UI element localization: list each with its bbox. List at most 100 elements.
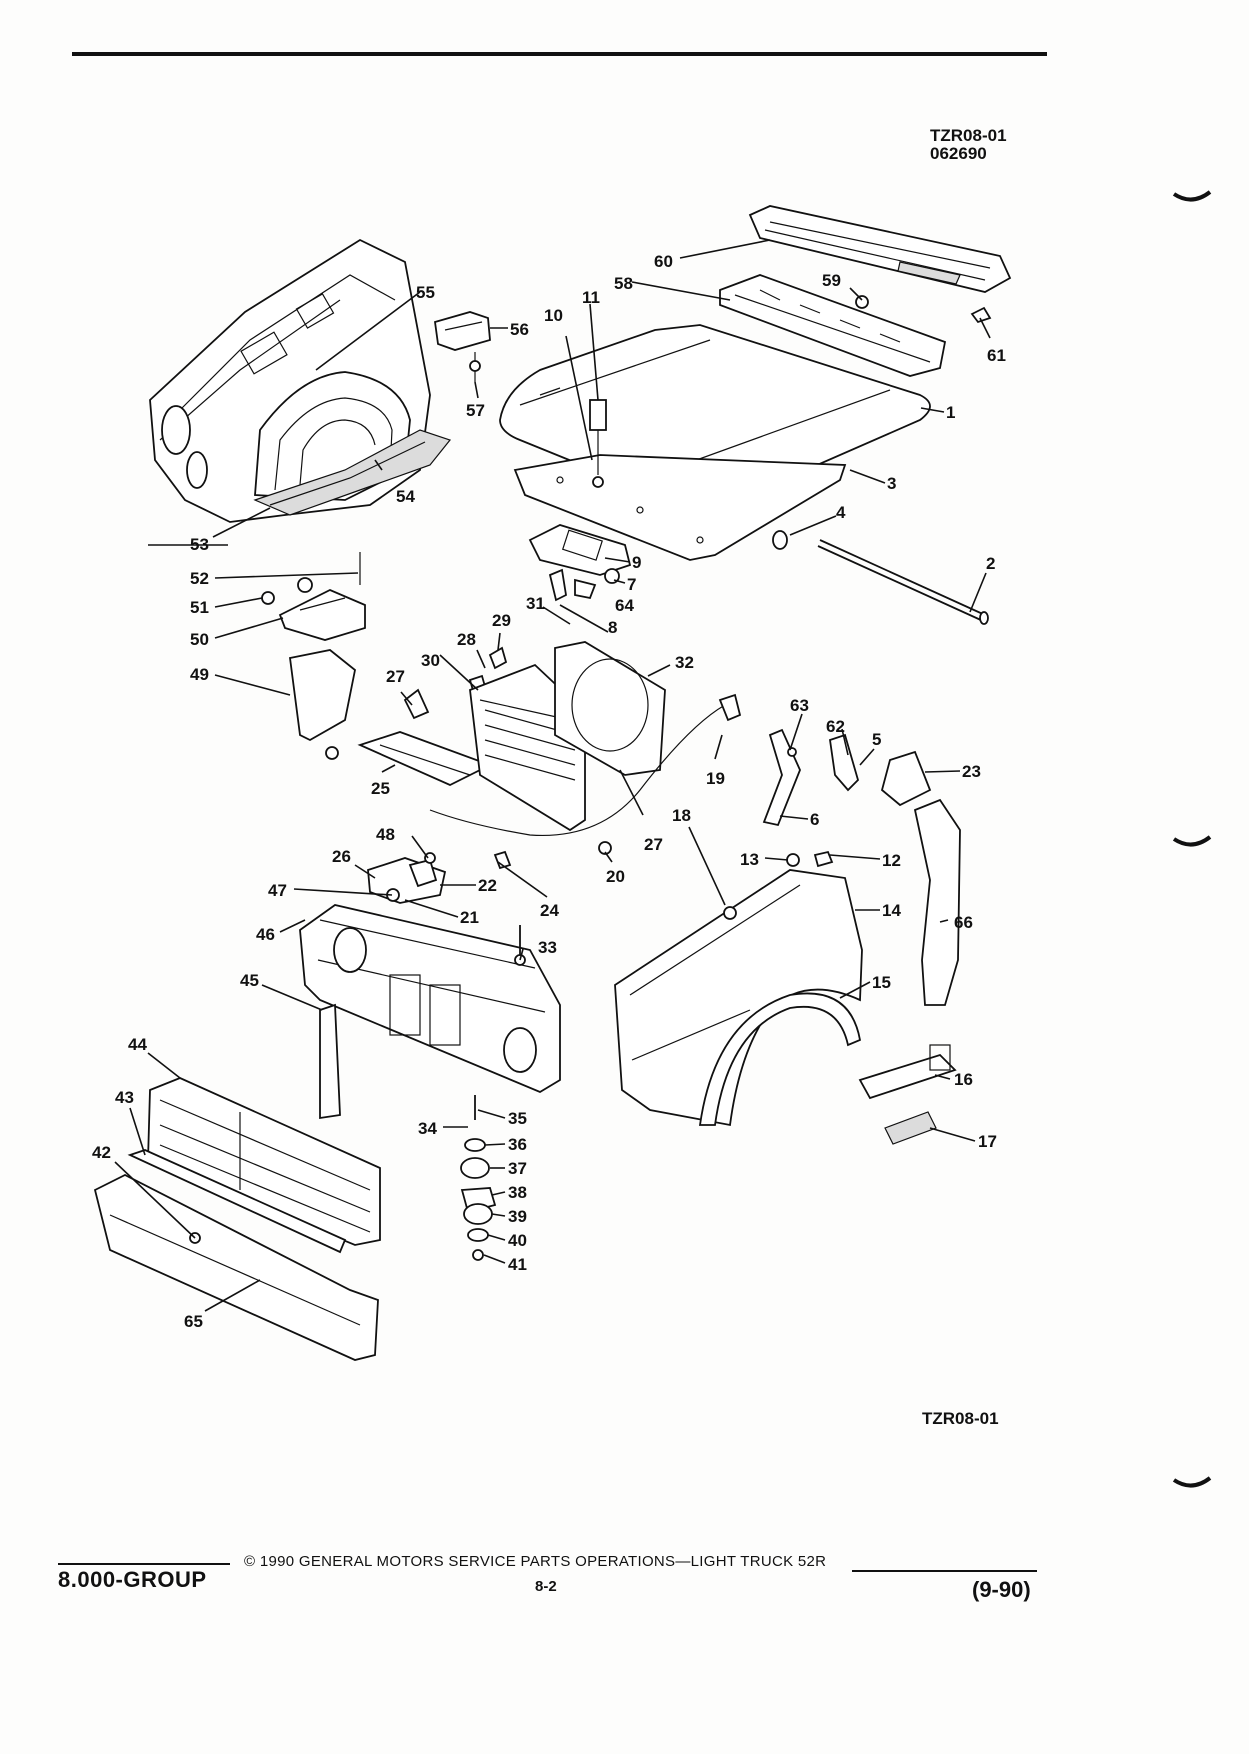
- callout-41: 41: [508, 1255, 527, 1274]
- binder-mark-icon: [1172, 1476, 1212, 1488]
- callout-57: 57: [466, 401, 485, 420]
- callout-37: 37: [508, 1159, 527, 1178]
- top-rule: [72, 52, 1047, 56]
- fender-bolt: [786, 853, 800, 867]
- callout-19: 19: [706, 769, 725, 788]
- radiator-baffle: [357, 646, 508, 786]
- callout-8: 8: [608, 618, 617, 637]
- cowl-grille: [719, 274, 947, 377]
- callout-13: 13: [740, 850, 759, 869]
- callout-16: 16: [954, 1070, 973, 1089]
- radiator-support: [299, 904, 561, 1094]
- callout-25: 25: [371, 779, 390, 798]
- callout-labels: 1 2 3 4 5 6 7 8 9 10 11 12 13 14 15 16 1…: [92, 252, 1006, 1331]
- callout-11: 11: [582, 288, 600, 307]
- callout-65: 65: [184, 1312, 203, 1331]
- hood-latch: [528, 524, 632, 602]
- callout-18: 18: [672, 806, 691, 825]
- splash-shield: [880, 750, 932, 807]
- cowl-clip: [855, 295, 869, 309]
- support-rod: [319, 1003, 341, 1120]
- callout-62: 62: [826, 717, 845, 736]
- leader-lines: [114, 239, 991, 1312]
- callout-7: 7: [627, 575, 636, 594]
- callout-10: 10: [544, 306, 563, 325]
- callout-12: 12: [882, 851, 901, 870]
- wheelhouse-bracket: [253, 429, 452, 516]
- callout-27-cable: 27: [644, 835, 663, 854]
- callout-56: 56: [510, 320, 529, 339]
- callout-33: 33: [538, 938, 557, 957]
- fender-clip: [813, 850, 834, 868]
- binder-mark-icon: [1172, 190, 1212, 202]
- callout-64: 64: [615, 596, 634, 615]
- fender-flare: [698, 992, 862, 1126]
- revision-date: (9-90): [972, 1577, 1031, 1602]
- body-mount-stack: [460, 1095, 497, 1261]
- callout-40: 40: [508, 1231, 527, 1250]
- callout-15: 15: [872, 973, 891, 992]
- callout-54: 54: [396, 487, 415, 506]
- grille-molding: [127, 1149, 347, 1254]
- callout-21: 21: [460, 908, 479, 927]
- hinge-support: [434, 311, 491, 382]
- figure-date: 062690: [930, 144, 987, 163]
- fender-nut: [723, 906, 737, 920]
- callout-3: 3: [887, 474, 896, 493]
- callout-48: 48: [376, 825, 395, 844]
- callout-47: 47: [268, 881, 287, 900]
- callout-9: 9: [632, 553, 641, 572]
- page-number: 8-2: [535, 1578, 557, 1595]
- callout-20: 20: [606, 867, 625, 886]
- callout-30: 30: [421, 651, 440, 670]
- footer-rule-right: [852, 1570, 1037, 1572]
- callout-55: 55: [416, 283, 435, 302]
- callout-60: 60: [654, 252, 673, 271]
- callout-51: 51: [190, 598, 209, 617]
- callout-46: 46: [256, 925, 275, 944]
- callout-53: 53: [190, 535, 209, 554]
- fan-shroud: [554, 641, 666, 776]
- group-label: 8.000-GROUP: [58, 1567, 207, 1592]
- callout-17: 17: [978, 1132, 997, 1151]
- callout-39: 39: [508, 1207, 527, 1226]
- hood-bumper: [772, 530, 788, 550]
- copyright-line: © 1990 GENERAL MOTORS SERVICE PARTS OPER…: [244, 1553, 827, 1570]
- cowl-panel: [748, 205, 1012, 293]
- callout-28: 28: [457, 630, 476, 649]
- callout-36: 36: [508, 1135, 527, 1154]
- callout-22: 22: [478, 876, 497, 895]
- latch-striker: [589, 399, 607, 488]
- callout-50: 50: [190, 630, 209, 649]
- hood-rod: [817, 539, 989, 625]
- callout-29: 29: [492, 611, 511, 630]
- callout-43: 43: [115, 1088, 134, 1107]
- callout-14: 14: [882, 901, 901, 920]
- callout-59: 59: [822, 271, 841, 290]
- fender-liner: [913, 798, 961, 1006]
- callout-52: 52: [190, 569, 209, 588]
- callout-23: 23: [962, 762, 981, 781]
- mounting-bracket: [288, 649, 356, 760]
- callout-32: 32: [675, 653, 694, 672]
- part-drawings: [93, 205, 1012, 1361]
- callout-24: 24: [540, 901, 559, 920]
- callout-4: 4: [836, 503, 846, 522]
- callout-6: 6: [810, 810, 819, 829]
- callout-38: 38: [508, 1183, 527, 1202]
- hood-latch-assembly: [367, 852, 447, 904]
- figure-id: TZR08-01: [930, 126, 1007, 145]
- callout-58: 58: [614, 274, 633, 293]
- callout-42: 42: [92, 1143, 111, 1162]
- callout-63: 63: [790, 696, 809, 715]
- binder-mark-icon: [1172, 835, 1212, 847]
- nameplate: [858, 1044, 957, 1100]
- hood-hinge: [762, 728, 860, 827]
- callout-45: 45: [240, 971, 259, 990]
- callout-49: 49: [190, 665, 209, 684]
- figure-reference: TZR08-01 062690: [930, 127, 1007, 163]
- callout-5: 5: [872, 730, 881, 749]
- hood-release-cable: [429, 693, 742, 870]
- footer-rule-left: [58, 1563, 230, 1565]
